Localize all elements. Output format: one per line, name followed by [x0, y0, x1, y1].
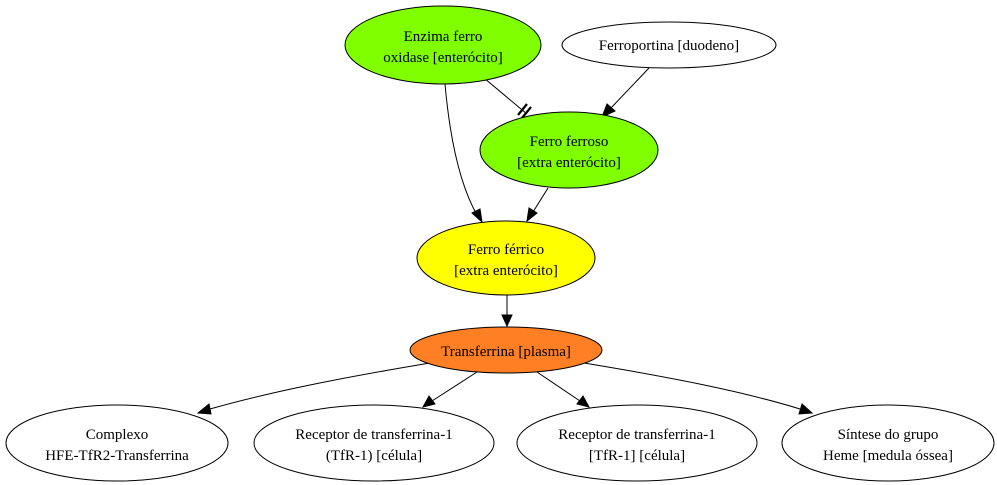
- edge-transferrina-to-complexo: [209, 362, 431, 410]
- node-label: [extra enterócito]: [454, 263, 558, 279]
- arrowhead: [501, 314, 513, 328]
- node-label: Transferrina [plasma]: [441, 344, 571, 360]
- nodes: Enzima ferro oxidase [enterócito] Ferrop…: [5, 5, 995, 482]
- node-shape: [253, 404, 495, 482]
- node-label: [extra enterócito]: [517, 155, 621, 171]
- node-shape: [561, 21, 777, 69]
- edge-transferrina-to-receptor1: [431, 371, 478, 402]
- arrowhead: [576, 395, 590, 408]
- edge-ferroportina-to-ferroso: [609, 67, 650, 110]
- arrowhead: [422, 395, 436, 408]
- edge-transferrina-to-receptor2: [536, 371, 581, 402]
- edge-ferroso-to-ferrico: [532, 187, 549, 213]
- node-label: Ferroportina [duodeno]: [599, 38, 739, 54]
- node-label: Receptor de transferrina-1: [295, 427, 452, 443]
- node-label: Receptor de transferrina-1: [558, 427, 715, 443]
- arrowhead: [196, 403, 212, 415]
- inhibition-mark: [521, 106, 532, 119]
- node-label: Ferro férrico: [468, 242, 544, 258]
- node-receptor-transferrina-1-a[interactable]: Receptor de transferrina-1 (TfR-1) [célu…: [253, 404, 495, 482]
- node-label: Heme [medula óssea]: [823, 448, 953, 464]
- node-shape: [781, 404, 995, 482]
- node-label: (TfR-1) [célula]: [326, 448, 422, 464]
- node-ferro-ferrico[interactable]: Ferro férrico [extra enterócito]: [416, 220, 596, 296]
- edge-transferrina-to-sintese: [583, 362, 801, 410]
- node-shape: [516, 404, 758, 482]
- node-shape: [409, 326, 603, 374]
- node-label: [TfR-1] [célula]: [589, 448, 685, 464]
- node-complexo[interactable]: Complexo HFE-TfR2-Transferrina: [5, 404, 229, 482]
- arrowhead: [526, 207, 538, 223]
- node-sintese-heme[interactable]: Síntese do grupo Heme [medula óssea]: [781, 404, 995, 482]
- node-label: oxidase [enterócito]: [383, 50, 503, 66]
- node-shape: [5, 404, 229, 482]
- arrowhead: [601, 103, 616, 118]
- node-enzima-ferro-oxidase[interactable]: Enzima ferro oxidase [enterócito]: [344, 5, 542, 85]
- edge-enzima-to-ferrico: [444, 83, 478, 216]
- node-ferroportina[interactable]: Ferroportina [duodeno]: [561, 21, 777, 69]
- node-shape: [344, 5, 542, 85]
- node-label: Síntese do grupo: [838, 427, 939, 443]
- node-label: HFE-TfR2-Transferrina: [45, 448, 189, 464]
- edges: [196, 67, 814, 415]
- node-label: Ferro ferroso: [530, 134, 609, 150]
- node-ferro-ferroso[interactable]: Ferro ferroso [extra enterócito]: [479, 111, 659, 189]
- node-label: Complexo: [86, 427, 149, 443]
- arrowhead: [798, 403, 814, 415]
- node-shape: [416, 220, 596, 296]
- node-shape: [479, 111, 659, 189]
- node-label: Enzima ferro: [404, 29, 483, 45]
- inhibition-mark: [517, 103, 528, 116]
- node-transferrina[interactable]: Transferrina [plasma]: [409, 326, 603, 374]
- edge-enzima-inhibits-ferroso: [483, 77, 528, 115]
- node-receptor-transferrina-1-b[interactable]: Receptor de transferrina-1 [TfR-1] [célu…: [516, 404, 758, 482]
- arrowhead: [471, 208, 483, 224]
